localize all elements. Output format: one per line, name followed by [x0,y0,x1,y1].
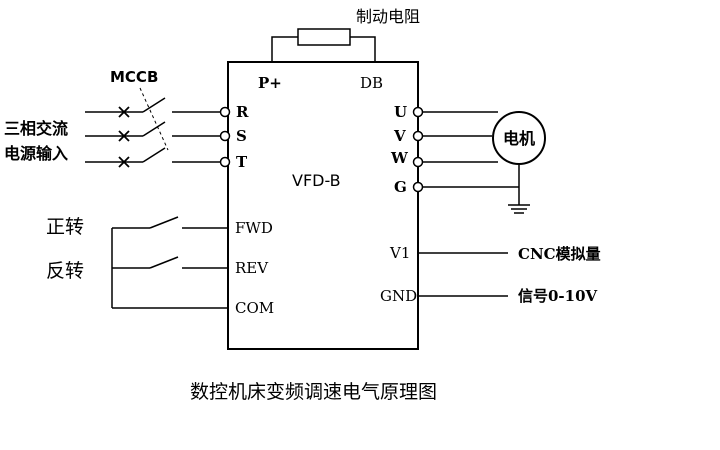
terminal-r-dot [219,106,231,118]
breaker-x-icon [118,106,130,118]
terminal-v-label: V [393,127,406,145]
terminal-db-label: DB [360,74,383,92]
terminal-u-dot [412,106,424,118]
terminal-r-label: R [236,103,249,121]
resistor-body [297,28,351,46]
terminal-w-label: W [390,149,409,167]
terminal-g-dot [412,181,424,193]
terminal-gnd-label: GND [380,287,417,305]
terminal-s-label: S [236,127,247,145]
vfd-box [227,61,419,350]
forward-label: 正转 [46,216,84,238]
braking-resistor [271,28,376,62]
diagram-caption: 数控机床变频调速电气原理图 [190,381,437,403]
terminal-fwd-label: FWD [235,219,273,237]
terminal-s-dot [219,130,231,142]
ac-input-label-line1: 三相交流 [4,119,68,138]
input-line-t [85,147,231,168]
reverse-label: 反转 [46,260,84,282]
terminal-u-label: U [394,103,407,121]
terminal-p-plus-label: P+ [258,74,282,92]
terminal-v1-label: V1 [389,244,410,262]
mccb-ganged-link [139,87,169,151]
motor-circle [492,111,546,165]
terminal-t-label: T [236,153,248,171]
control-wiring [111,216,228,309]
terminal-rev-label: REV [235,259,269,277]
terminal-w-dot [412,156,424,168]
breaker-x-icon [118,156,130,168]
rev-switch-blade [149,256,179,269]
ac-input-label-line2: 电源输入 [4,144,68,163]
terminal-t-dot [219,156,231,168]
braking-resistor-label: 制动电阻 [356,7,420,26]
terminal-v-dot [412,130,424,142]
input-line-r [85,97,231,118]
cnc-label-line1: CNC模拟量 [518,245,601,263]
vfd-name-label: VFD-B [292,171,341,190]
breaker-x-icon [118,130,130,142]
motor-label: 电机 [503,129,535,148]
cnc-label-line2: 信号0-10V [518,287,598,305]
terminal-g-label: G [394,178,407,196]
mccb-label: MCCB [110,68,158,86]
terminal-com-label: COM [235,299,274,317]
fwd-switch-blade [149,216,179,229]
output-wiring [412,106,530,214]
input-line-s [85,121,231,142]
